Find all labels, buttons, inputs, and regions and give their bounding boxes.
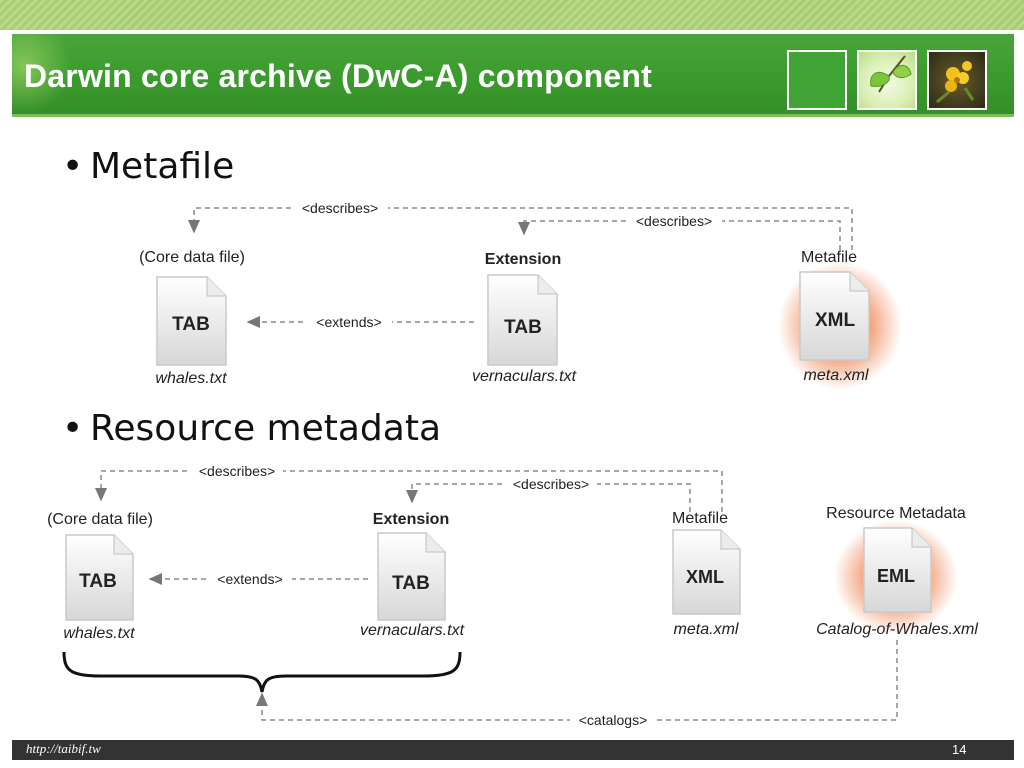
extends-bg (306, 313, 392, 331)
whales-filename: whales.txt (155, 370, 227, 387)
tab-doc-label: TAB (172, 314, 210, 335)
grouping-bracket (62, 651, 462, 693)
tab-doc-label: TAB (79, 571, 117, 592)
document-icon (65, 534, 134, 621)
metafile-label: Metafile (801, 249, 857, 266)
footer-url[interactable]: http://taibif.tw (26, 741, 101, 756)
bullet-text: Metafile (90, 146, 235, 187)
vernaculars-filename: vernaculars.txt (360, 622, 465, 639)
describes-outer-label: <describes> (199, 463, 275, 479)
extension-label: Extension (485, 251, 561, 268)
meta-xml-filename: meta.xml (804, 367, 869, 384)
extends-bg (208, 570, 292, 588)
bullet-text: Resource metadata (90, 408, 442, 449)
footer-bar (12, 740, 1014, 760)
whales-filename: whales.txt (63, 625, 135, 642)
describes-inner-label: <describes> (636, 213, 712, 229)
page-number: 14 (952, 742, 967, 757)
extends-label: <extends> (316, 314, 381, 330)
document-icon (156, 276, 227, 366)
header-stripe (0, 0, 1024, 30)
eml-doc-label: EML (877, 566, 915, 586)
catalogs-label: <catalogs> (579, 712, 648, 728)
describes-outer-bg (191, 462, 283, 480)
leaf-decoration (12, 34, 72, 114)
bullet-resource-metadata: •Resource metadata (62, 408, 442, 449)
core-data-file-label: (Core data file) (47, 511, 153, 528)
core-data-file-label: (Core data file) (139, 249, 245, 266)
green-square-thumbnail (787, 50, 847, 110)
describes-inner-bg (626, 212, 722, 230)
vernaculars-filename: vernaculars.txt (472, 368, 577, 385)
title-underline (12, 114, 1014, 117)
yellow-flower-thumbnail (927, 50, 987, 110)
document-icon (672, 529, 741, 615)
metafile-label: Metafile (672, 510, 728, 527)
document-icon (863, 527, 932, 613)
extension-label: Extension (373, 511, 449, 528)
bullet-metafile: •Metafile (62, 146, 235, 187)
catalog-filename: Catalog-of-Whales.xml (816, 621, 978, 638)
tab-doc-label: TAB (504, 317, 542, 338)
leaf-photo-thumbnail (857, 50, 917, 110)
title-bar (12, 34, 1014, 114)
xml-doc-label: XML (686, 567, 724, 587)
describes-outer-bg (292, 199, 388, 217)
document-icon (377, 532, 446, 621)
describes-inner-bg (505, 475, 597, 493)
extends-label: <extends> (217, 571, 282, 587)
diagram2-connectors (95, 470, 898, 721)
document-icon (487, 274, 558, 366)
describes-inner-label: <describes> (513, 476, 589, 492)
describes-outer-label: <describes> (302, 200, 378, 216)
document-icon (799, 271, 870, 361)
resource-metadata-label: Resource Metadata (826, 505, 966, 522)
xml-doc-label: XML (815, 310, 856, 331)
meta-xml-filename: meta.xml (674, 621, 739, 638)
catalogs-bg (570, 711, 656, 729)
tab-doc-label: TAB (392, 573, 430, 594)
slide-title: Darwin core archive (DwC-A) component (24, 58, 652, 94)
